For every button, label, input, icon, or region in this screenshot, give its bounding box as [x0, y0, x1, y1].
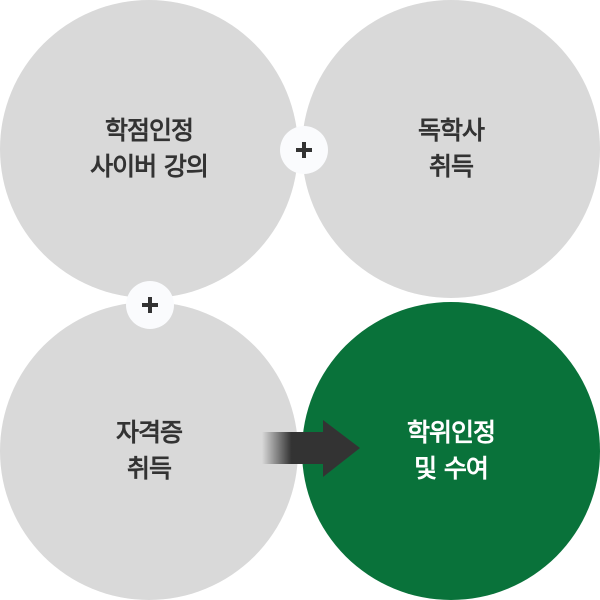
step-certificate: 자격증 취득	[0, 302, 298, 600]
step-label-line1: 학위인정	[406, 418, 496, 447]
plus-icon	[280, 126, 328, 174]
step-self-study-degree: 독학사 취득	[302, 0, 600, 298]
step-label-line1: 학점인정	[104, 116, 194, 145]
step-label-line2: 및 수여	[414, 454, 489, 483]
step-credit-cyber-course: 학점인정 사이버 강의	[0, 0, 298, 298]
step-label-line2: 취득	[126, 454, 172, 483]
plus-icon	[126, 281, 174, 329]
step-label-line1: 자격증	[115, 418, 183, 447]
step-label-line2: 사이버 강의	[90, 152, 209, 181]
arrow-right-icon	[262, 420, 360, 477]
step-label-line2: 취득	[428, 152, 474, 181]
step-label-line1: 독학사	[417, 116, 485, 145]
